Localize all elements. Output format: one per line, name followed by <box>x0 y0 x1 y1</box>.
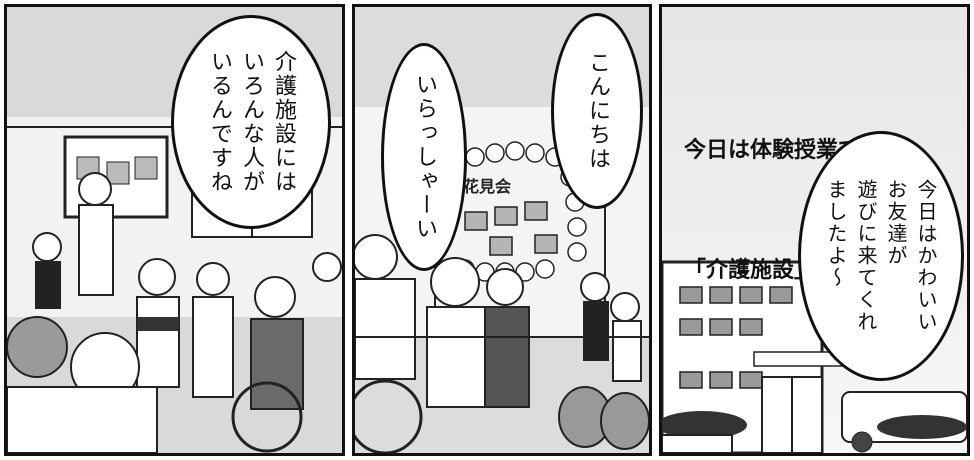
speech-bubble-right: こんにちは <box>551 13 643 209</box>
speech-bubble-right-text: こんにちは <box>585 51 610 171</box>
panel-2: お花見会 いらっしゃーい こんにちは <box>352 4 652 456</box>
speech-bubble-left-text: いらっしゃーい <box>412 73 437 241</box>
panel-1: 介護施設には いろんな人が いるんですね <box>4 4 345 456</box>
speech-bubble-left: いらっしゃーい <box>381 43 467 271</box>
speech-bubble: 介護施設には いろんな人が いるんですね <box>171 15 331 229</box>
speech-bubble-text: 今日はかわいい お友達が 遊びに来てくれ ましたよ〜 <box>824 179 938 333</box>
speech-bubble-text: 介護施設には いろんな人が いるんですね <box>207 50 296 194</box>
speech-bubble: 今日はかわいい お友達が 遊びに来てくれ ましたよ〜 <box>798 131 964 381</box>
panel-3: 今日は体験授業で 「介護施設」に来ました 今日はかわいい お友達が 遊びに来てく… <box>659 4 970 456</box>
